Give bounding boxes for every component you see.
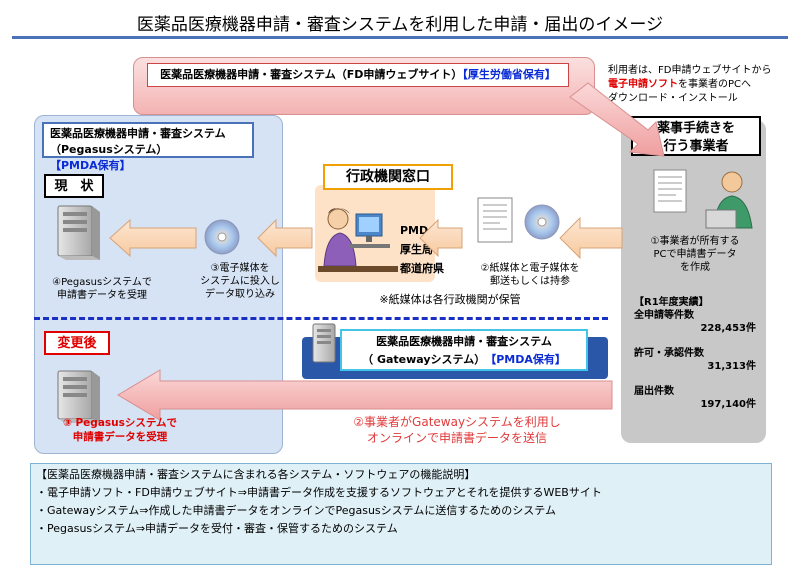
gateway-line2: （ Gatewayシステム） (362, 353, 480, 366)
step2-line2: 郵送もしくは持参 (490, 276, 570, 287)
download-arrow (569, 82, 665, 157)
download-note-line3: ダウンロード・インストール (608, 93, 738, 104)
step1-caption: ①事業者が所有する PCで申請書データ を作成 (625, 235, 765, 274)
operator-label-line2: 行う事業者 (663, 139, 729, 154)
operator-panel (621, 120, 766, 443)
explanation-line1: ・電子申請ソフト・FD申請ウェブサイト⇒申請書データ作成を支援するソフトウェアと… (36, 486, 602, 499)
government-worker-icon (318, 208, 398, 272)
cd-disc-icon-right (524, 204, 560, 240)
arrow-operator-to-gov (559, 216, 623, 260)
step3-line1: ③電子媒体を (210, 263, 270, 274)
step4-line1: ④Pegasusシステムで (52, 277, 152, 288)
after-step3-line1: ③ Pegasusシステムで (62, 417, 178, 429)
after-step3-line2: 申請書データを受理 (72, 431, 168, 443)
gateway-system-label: 医薬品医療機器申請・審査システム （ Gatewayシステム） 【PMDA保有】 (340, 329, 588, 371)
after-step2-caption: ②事業者がGatewayシステムを利用し オンラインで申請書データを送信 (312, 414, 602, 446)
download-note: 利用者は、FD申請ウェブサイトから 電子申請ソフトを事業者のPCへ ダウンロード… (608, 64, 798, 106)
after-step2-line2: オンラインで申請書データを送信 (366, 431, 547, 445)
stats-item-total: 全申請等件数 228,453件 (634, 309, 756, 335)
gateway-line1: 医薬品医療機器申請・審査システム (376, 335, 552, 348)
paper-document-icon (477, 197, 513, 243)
stats-approvals-value: 31,313件 (707, 361, 756, 372)
operator-label-line1: 薬事手続きを (656, 121, 735, 136)
arrow-gov-to-disc (419, 218, 463, 258)
explanation-line3: ・Pegasusシステム⇒申請データを受付・審査・保管するためのシステム (36, 522, 398, 535)
gov-item-kouseikyoku: 厚生局 (400, 243, 433, 256)
stats-item-approvals: 許可・承認件数 31,313件 (634, 347, 756, 373)
pegasus-server-icon-after (57, 370, 100, 423)
stats-item-notifications: 届出件数 197,140件 (634, 385, 756, 411)
step3-line2: システムに投入し (200, 276, 280, 287)
explanation-line2: ・Gatewayシステム⇒作成した申請書データをオンラインでPegasusシステ… (36, 504, 556, 517)
pegasus-system-label: 医薬品医療機器申請・審査システム （Pegasusシステム） 【PMDA保有】 (42, 122, 254, 172)
step4-caption: ④Pegasusシステムで 申請書データを受理 (36, 276, 168, 302)
stats-notifications-label: 届出件数 (634, 386, 674, 397)
step1-line3: を作成 (680, 262, 710, 273)
explanation-text: 【医薬品医療機器申請・審査システムに含まれる各システム・ソフトウェアの機能説明】… (36, 466, 602, 538)
fd-website-name: 医薬品医療機器申請・審査システム（FD申請ウェブサイト） (160, 68, 463, 81)
stats-total-label: 全申請等件数 (634, 310, 694, 321)
arrow-gov-to-disc-left (257, 218, 313, 258)
title-underline (12, 36, 788, 39)
step2-line1: ②紙媒体と電子媒体を (480, 263, 580, 274)
e-application-soft-label: 電子申請ソフト (608, 79, 678, 90)
after-step3-caption: ③ Pegasusシステムで 申請書データを受理 (40, 416, 200, 444)
application-document-icon (653, 169, 687, 213)
stats-notifications-value: 197,140件 (700, 399, 756, 410)
operator-person-icon (705, 171, 753, 229)
pegasus-server-icon-current (57, 205, 100, 260)
explanation-header: 【医薬品医療機器申請・審査システムに含まれる各システム・ソフトウェアの機能説明】 (36, 468, 476, 481)
fy-results-stats: 【R1年度実績】 全申請等件数 228,453件 許可・承認件数 31,313件… (634, 296, 756, 411)
stats-approvals-label: 許可・承認件数 (634, 348, 704, 359)
government-window-list: PMDA 厚生局 都道府県 (400, 221, 444, 278)
download-note-line2: を事業者のPCへ (678, 79, 752, 90)
explanation-panel (30, 463, 772, 565)
pegasus-owner: 【PMDA保有】 (50, 159, 131, 172)
step4-line2: 申請書データを受理 (57, 290, 147, 301)
arrow-disc-to-pegasus (109, 218, 197, 258)
download-note-line1: 利用者は、FD申請ウェブサイトから (608, 65, 772, 76)
gateway-owner: 【PMDA保有】 (490, 353, 566, 366)
gateway-server-icon (312, 323, 336, 363)
arrow-online-submission (117, 369, 613, 421)
government-window-label: 行政機関窓口 (323, 164, 453, 190)
divider-dashed-line (34, 317, 608, 320)
fd-website-owner: 【厚生労働省保有】 (462, 68, 556, 81)
paper-storage-note: ※紙媒体は各行政機関が保管 (379, 293, 521, 306)
cd-disc-icon-left (204, 219, 240, 255)
stats-header: 【R1年度実績】 (634, 297, 709, 308)
step1-line1: ①事業者が所有する (650, 236, 740, 247)
step2-caption: ②紙媒体と電子媒体を 郵送もしくは持参 (460, 262, 600, 288)
step3-caption: ③電子媒体を システムに投入し データ取り込み (180, 262, 300, 301)
step1-line2: PCで申請書データ (653, 249, 737, 260)
stats-total-value: 228,453件 (700, 323, 756, 334)
page-title: 医薬品医療機器申請・審査システムを利用した申請・届出のイメージ (136, 15, 664, 35)
fd-website-label: 医薬品医療機器申請・審査システム（FD申請ウェブサイト）【厚生労働省保有】 (147, 63, 569, 87)
after-step2-line1: ②事業者がGatewayシステムを利用し (353, 415, 561, 429)
after-change-label: 変更後 (44, 331, 110, 355)
gov-item-prefecture: 都道府県 (400, 262, 444, 275)
pegasus-line2: （Pegasusシステム） (50, 143, 162, 156)
pegasus-line1: 医薬品医療機器申請・審査システム (50, 127, 226, 140)
step3-line3: データ取り込み (205, 289, 275, 300)
current-state-label: 現 状 (44, 174, 104, 198)
